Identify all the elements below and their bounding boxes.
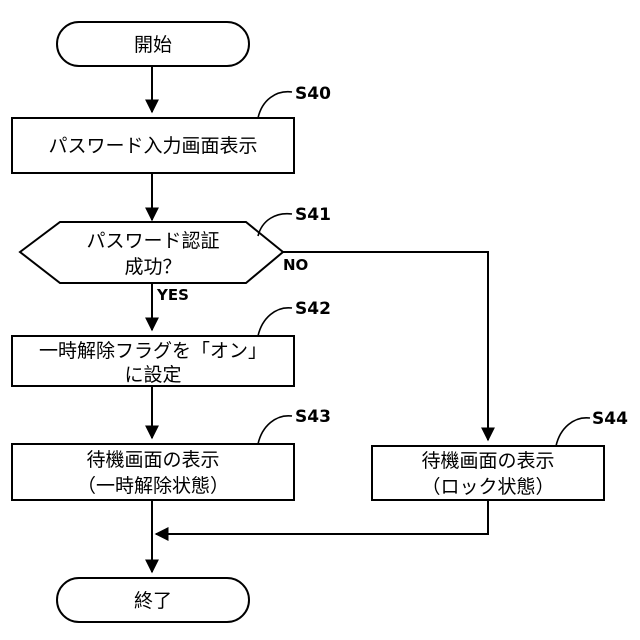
s41-label: S41 bbox=[295, 205, 331, 225]
s44-line1: 待機画面の表示 bbox=[421, 450, 554, 472]
s40-label: S40 bbox=[295, 84, 331, 104]
s43-leader bbox=[258, 416, 292, 444]
arrow-s44-to-join bbox=[156, 500, 488, 534]
end-text: 終了 bbox=[134, 590, 172, 612]
start-text: 開始 bbox=[134, 34, 172, 56]
s43-line1: 待機画面の表示 bbox=[86, 449, 219, 471]
s41-no-label: NO bbox=[283, 256, 308, 274]
s44-label: S44 bbox=[592, 409, 628, 429]
s41-line1: パスワード認証 bbox=[86, 230, 219, 252]
s41-yes-label: YES bbox=[156, 286, 189, 304]
s42-line2: に設定 bbox=[124, 364, 181, 386]
s44-line2: （ロック状態） bbox=[421, 476, 554, 498]
s40-leader bbox=[258, 92, 292, 118]
s43-line2: （一時解除状態） bbox=[77, 475, 229, 497]
s40-text: パスワード入力画面表示 bbox=[48, 135, 257, 157]
s44-leader bbox=[556, 418, 590, 446]
s41-line2: 成功？ bbox=[124, 256, 181, 278]
s42-leader bbox=[258, 308, 292, 336]
s42-label: S42 bbox=[295, 299, 331, 319]
s43-label: S43 bbox=[295, 407, 331, 427]
s42-line1: 一時解除フラグを「オン」 bbox=[39, 340, 267, 362]
s41-leader bbox=[258, 214, 292, 236]
